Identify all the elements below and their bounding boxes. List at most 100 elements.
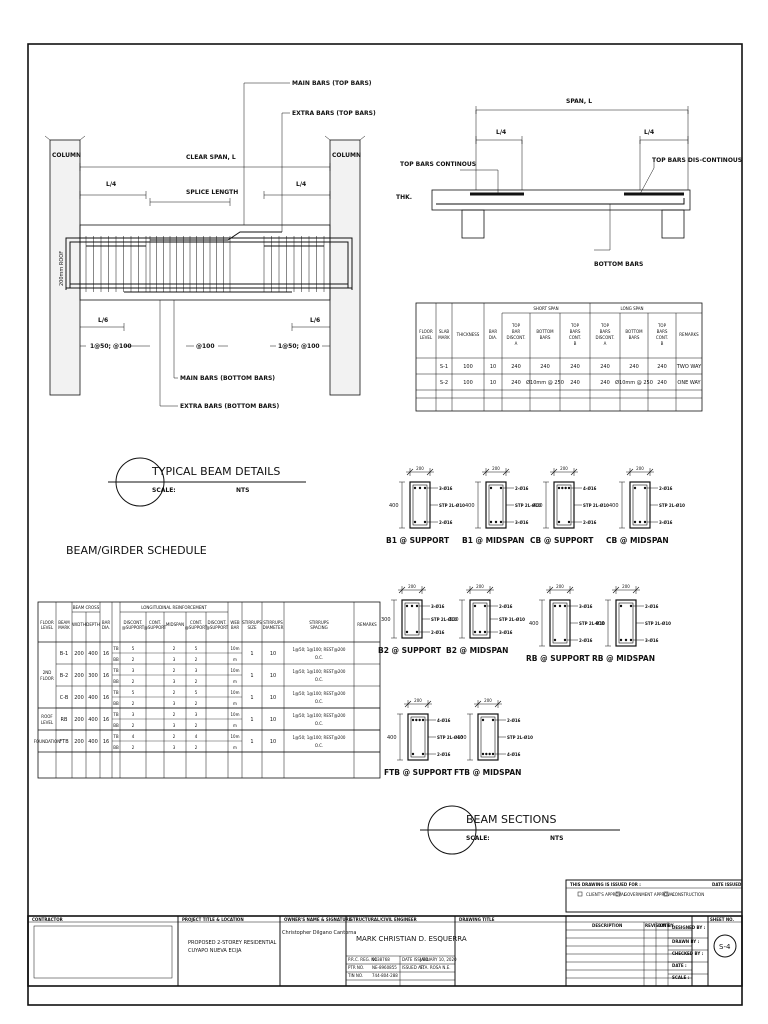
stirrup-size-cell: 1 [250, 651, 253, 657]
section-stirrup: STP 2L-Ø10 [439, 503, 465, 508]
engineer-label: STRUCTURAL/CIVIL ENGINEER [350, 917, 417, 922]
left-spacing-label: 1@50; @100 [90, 343, 132, 350]
stirrup-spacing-cell-cont: O.C. [315, 655, 323, 660]
beam-cross-header: BEAM CROSS [73, 605, 100, 610]
slab-l4-left: L/4 [496, 129, 506, 136]
sheet-number-circle [713, 934, 737, 958]
section-depth-dim: 400 [609, 503, 619, 509]
section-top-bars: 2-Ø16 [515, 486, 529, 491]
schedule-header-cell: @SUPPORT [122, 625, 145, 630]
bar-dia-cell: 16 [103, 717, 109, 723]
slab-cell: 240 [657, 364, 667, 370]
issued-for-label: THIS DRAWING IS ISSUED FOR : [570, 882, 641, 887]
slab-header-cell: A [604, 341, 607, 346]
schedule-header-cell: @SUPPORT [206, 625, 229, 630]
ptr-label: PTR NO. [348, 965, 364, 970]
section-width-dim: 200 [560, 466, 568, 471]
bottom-bar-cell: 2 [195, 657, 198, 662]
details-scale-value: NTS [236, 487, 249, 494]
bottom-bar-cell: BB [113, 657, 119, 662]
right-column-label: COLUMN [332, 152, 361, 159]
top-bar-cell: 5 [195, 646, 198, 651]
schedule-header-cell: BAR [102, 620, 110, 625]
top-bar-cell: 2 [173, 646, 176, 651]
extra-bars-top-label: EXTRA BARS (TOP BARS) [292, 110, 376, 117]
project-name: PROPOSED 2-STOREY RESIDENTIAL [188, 940, 277, 946]
section-label: RB @ SUPPORT [526, 654, 591, 663]
section-depth-dim: 400 [533, 503, 543, 509]
sheet-number: S-4 [719, 943, 731, 951]
main-bars-bottom-label: MAIN BARS (BOTTOM BARS) [180, 375, 275, 382]
date-value: JANUARY 10, 2020 [419, 957, 457, 962]
slab-cell: TWO WAY [676, 364, 702, 370]
bar-dia-cell: 16 [103, 695, 109, 701]
section-label: B2 @ MIDSPAN [446, 646, 508, 655]
slab-header-cell: B [661, 341, 664, 346]
stirrup-spacing-cell-cont: O.C. [315, 699, 323, 704]
slab-header-cell: REMARKS [679, 332, 699, 337]
slab-cell: 240 [511, 380, 521, 386]
schedule-header-cell: REMARKS [357, 622, 377, 627]
section-top-bars: 3-Ø16 [431, 604, 445, 609]
section-top-bars: 3-Ø16 [439, 486, 453, 491]
beam-mark-cell: RB [61, 717, 68, 723]
section-top-bars: 2-Ø16 [659, 486, 673, 491]
schedule-header-cell: DISCONT. [124, 620, 143, 625]
schedule-header-cell: CONT. [149, 620, 161, 625]
slab-span-label: SPAN, L [566, 98, 592, 105]
stirrup-dia-cell: 10 [270, 673, 276, 679]
slab-header-cell: DISCONT. [507, 335, 526, 340]
construction-label: CONSTRUCTION [672, 892, 704, 897]
slab-cell: S-1 [440, 364, 448, 370]
details-scale-label: SCALE: [152, 487, 176, 494]
right-spacing-label: 1@50; @100 [278, 343, 320, 350]
gov-approval-label: GOVERNMENT APPROVAL [624, 892, 676, 897]
schedule-header-cell: FLOOR [40, 620, 54, 625]
checked-label: CHECKED BY : [672, 951, 704, 956]
schedule-header-cell: @SUPPORT [185, 625, 208, 630]
top-bar-cell: 5 [132, 646, 135, 651]
prc-label: P.R.C. REG. NO. [348, 957, 379, 962]
top-bar-cell: TB [112, 646, 118, 651]
bottom-bar-cell: 2 [132, 657, 135, 662]
section-label: FTB @ SUPPORT [384, 768, 453, 777]
bar-dia-cell: 16 [103, 673, 109, 679]
section-bottom-bars: 2-Ø16 [437, 752, 451, 757]
slab-detail: SPAN, L L/4 L/4 TOP BARS CONTINOUS TOP B… [396, 98, 742, 268]
bottom-bar-cell: m [233, 745, 237, 750]
section-stirrup: STP 2L-Ø10 [659, 503, 685, 508]
project-title-label: PROJECT TITLE & LOCATION [182, 917, 244, 922]
section-stirrup: STP 2L-Ø10 [437, 735, 463, 740]
right-l4-label: L/4 [296, 181, 306, 188]
schedule-header-cell: WIDTH [72, 622, 86, 627]
revision-date-label: DATE [658, 923, 670, 928]
stirrup-spacing-cell-cont: O.C. [315, 743, 323, 748]
slab-left-beam [461, 209, 485, 239]
top-bar-cell: TB [112, 668, 118, 673]
stirrup-dia-cell: 10 [270, 717, 276, 723]
top-bar-cell: 10m [231, 734, 240, 739]
issued-at-label: ISSUED AT: [402, 965, 424, 970]
section-depth-dim: 300 [381, 617, 391, 623]
beam-depth-label: 200mm ROOF [59, 251, 65, 286]
right-column [329, 139, 361, 396]
section-width-dim: 200 [408, 584, 416, 589]
bar-dia-cell: 16 [103, 651, 109, 657]
beam-mark-cell: FTB [59, 739, 69, 745]
stirrup-spacing-cell: 1@50; 1@100; REST@200 [293, 669, 346, 674]
section-top-bars: 4-Ø16 [583, 486, 597, 491]
slab-cell: 240 [600, 364, 610, 370]
section-bottom-bars: 3-Ø16 [515, 520, 529, 525]
slab-header-cell: B [574, 341, 577, 346]
stirrup-spacing-cell-cont: O.C. [315, 721, 323, 726]
title-block: THIS DRAWING IS ISSUED FOR : DATE ISSUED… [27, 879, 743, 987]
bottom-bar-cell: 3 [173, 701, 176, 706]
sections-scale-value: NTS [550, 835, 563, 842]
section-width-dim: 200 [556, 584, 564, 589]
beam-mark-cell: B-1 [60, 651, 68, 657]
